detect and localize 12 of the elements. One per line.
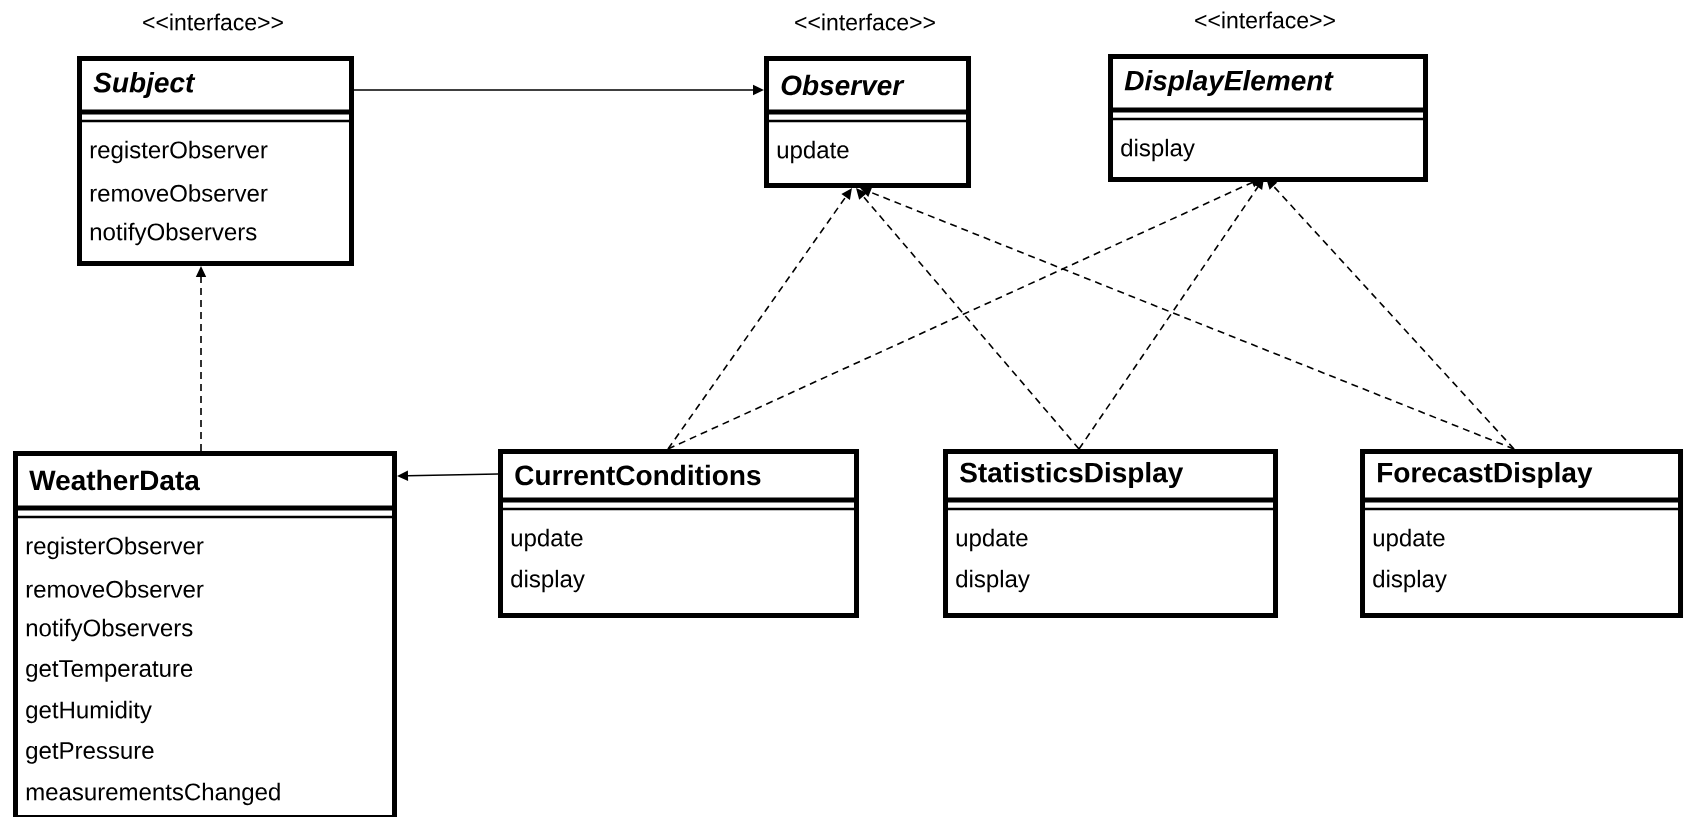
stereotype-label: <<interface>>	[1195, 11, 1335, 29]
arrow	[856, 188, 1080, 450]
class-box: ForecastDisplay update display	[1360, 449, 1683, 618]
class-box: WeatherData registerObserver removeObserver notifyObservers getTemperature getHumidity getPressure measurementsChanged	[13, 451, 397, 817]
arrow	[667, 188, 852, 450]
class-box: Observer update	[764, 56, 971, 188]
stereotype-label: <<interface>>	[143, 13, 283, 31]
class-box: Subject registerObserver removeObserver notifyObservers	[77, 56, 354, 266]
class-box: StatisticsDisplay update display	[943, 449, 1278, 618]
class-box: DisplayElement display	[1108, 54, 1428, 182]
stereotype-label: <<interface>>	[795, 13, 935, 31]
class-box: CurrentConditions update display	[498, 449, 859, 618]
